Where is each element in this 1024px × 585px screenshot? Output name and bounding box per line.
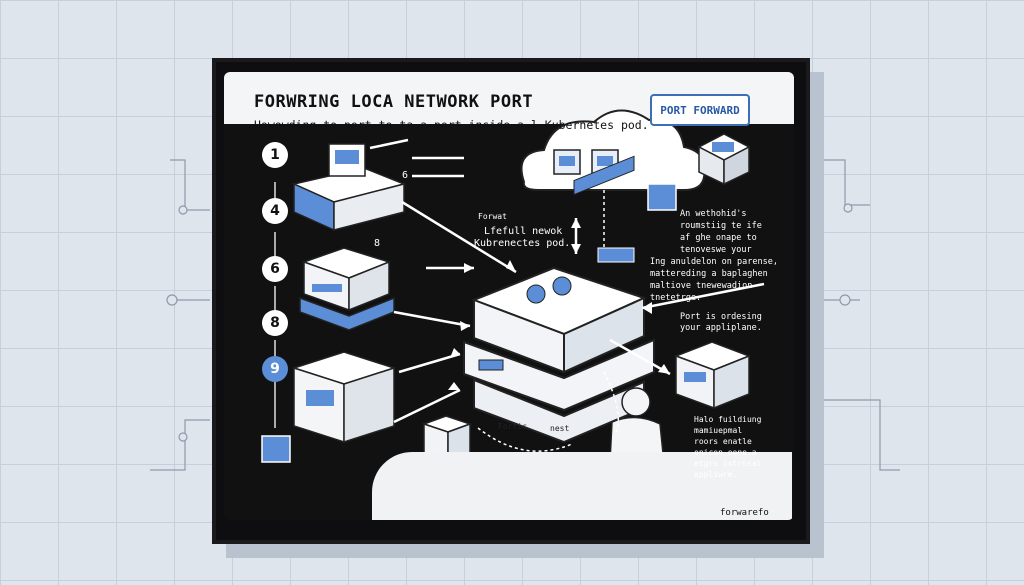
help-line: roors enatle xyxy=(694,437,752,446)
diagram-subtitle: Howowding to port to ta a port inside a … xyxy=(254,118,649,132)
dotted-arrow-2 xyxy=(603,371,619,433)
info-bullet: tnetetrge. xyxy=(650,293,702,303)
local-machine-node xyxy=(291,143,407,232)
help-line: Halo fuildiung xyxy=(694,415,762,424)
step-6-marker: 6 xyxy=(262,256,288,282)
node-label-8: 8 xyxy=(374,238,381,249)
node-label-6: 6 xyxy=(402,170,409,181)
cloud-containers xyxy=(553,149,619,175)
network-label: Lfefull newok xyxy=(484,226,563,237)
help-line: mamiuepmal xyxy=(694,426,743,435)
nest-label: nest xyxy=(550,424,570,433)
workspace-floor xyxy=(372,452,792,520)
diagram-frame: FORWRING LOCA NETWORK PORT Howowding to … xyxy=(212,58,810,544)
small-connector-box xyxy=(597,247,635,263)
help-line: etgrs cxtrosal xyxy=(694,459,762,468)
info-line: tenoveswe your xyxy=(680,245,752,255)
diagram-canvas: FORWRING LOCA NETWORK PORT Howowding to … xyxy=(224,72,794,520)
info-line: af ghe onape to xyxy=(680,233,757,243)
info-line: roumstiig te ife xyxy=(680,221,762,231)
application-box xyxy=(673,341,752,410)
doc-icon-box xyxy=(261,435,291,463)
help-line: onicon oone a xyxy=(694,448,757,457)
edge-node-box xyxy=(697,133,751,186)
fortic-label: Fortic xyxy=(498,422,527,431)
arrow-heads xyxy=(448,218,670,390)
info-icon-box xyxy=(647,183,677,211)
help-line: appliwre. xyxy=(694,470,738,479)
info-bullet: maltiove tnewewadion xyxy=(650,281,753,291)
step-9-marker: 9 xyxy=(262,356,288,382)
brand-logo-text: forwarefo xyxy=(720,508,769,518)
database-node xyxy=(291,351,397,444)
info-line: An wethohid's xyxy=(680,209,747,219)
port-forward-badge: PORT FORWARD xyxy=(650,94,750,126)
forward-label: Forwat xyxy=(478,212,507,221)
help-panel: Halo fuildiung mamiuepmal roors enatle o… xyxy=(694,414,761,480)
port-note: Port is ordesing your appliplane. xyxy=(680,312,762,333)
info-bullet: Ing anuldelon on parense, xyxy=(650,257,778,267)
step-1-marker: 1 xyxy=(262,142,288,168)
kubernetes-pod-label: Kubrenectes pod. xyxy=(474,238,571,249)
diagram-artwork xyxy=(261,109,765,520)
service-node xyxy=(299,247,395,331)
step-8-marker: 8 xyxy=(262,310,288,336)
info-bullet: mattereding a baplaghen xyxy=(650,269,768,279)
step-4-marker: 4 xyxy=(262,198,288,224)
diagram-title: FORWRING LOCA NETWORK PORT xyxy=(254,92,534,112)
info-panel: An wethohid's roumstiig te ife af ghe on… xyxy=(650,208,780,304)
